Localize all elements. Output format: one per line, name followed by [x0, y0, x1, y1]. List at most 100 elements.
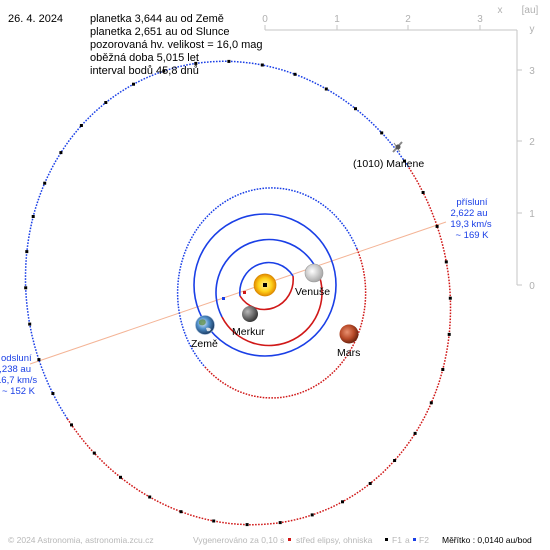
- orbit-step-point: [429, 401, 433, 405]
- orbit-step-point: [278, 521, 282, 525]
- earth-icon: [195, 315, 215, 335]
- orbit-step-point: [212, 519, 216, 523]
- aphelion-annotation: odsluní 3,238 au 16,7 km/s ~ 152 K: [0, 353, 37, 397]
- venus-label: Venuše: [295, 286, 330, 298]
- footer-copyright: © 2024 Astronomia, astronomia.zcu.cz: [8, 535, 154, 545]
- mercury-icon: [242, 306, 258, 322]
- orbit-step-point: [25, 250, 29, 254]
- x-axis-name: x: [498, 5, 503, 16]
- orbit-step-point: [119, 475, 122, 479]
- asteroid-icon: [392, 141, 403, 153]
- asteroid-orbit-points: [24, 59, 452, 527]
- orbit-step-point: [380, 131, 384, 135]
- venus-orbit-red: [221, 267, 323, 347]
- info-block: planetka 3,644 au od Země planetka 2,651…: [90, 13, 263, 77]
- ellipse-center-marker: [243, 291, 246, 294]
- apsis-line: [29, 221, 447, 365]
- orbit-step-point: [194, 61, 198, 65]
- x-tick-label: 2: [405, 14, 411, 25]
- aphelion-speed: 16,7 km/s: [0, 375, 37, 386]
- info-period: oběžná doba 5,015 let: [90, 52, 199, 64]
- orbit-step-point: [162, 69, 166, 73]
- planet-orbits: [176, 187, 367, 399]
- orbit-step-point: [447, 332, 451, 336]
- orbit-step-point: [104, 101, 108, 104]
- mars-icon: [339, 324, 359, 344]
- x-tick-label: 3: [477, 14, 483, 25]
- asteroid-orbit: [24, 60, 452, 526]
- orbit-step-point: [28, 322, 32, 326]
- mercury-label: Merkur: [232, 326, 265, 338]
- orbit-step-point: [435, 224, 439, 228]
- orbit-step-point: [368, 482, 372, 485]
- perihelion-speed: 19,3 km/s: [450, 219, 491, 230]
- perihelion-annotation: přísluní 2,622 au 19,3 km/s ~ 169 K: [450, 197, 491, 241]
- orbit-step-point: [132, 82, 135, 86]
- orbit-step-point: [59, 151, 63, 155]
- orbit-step-point: [293, 72, 297, 76]
- orbit-step-point: [79, 124, 83, 127]
- orbit-step-point: [310, 513, 314, 517]
- aphelion-temperature: ~ 152 K: [2, 386, 36, 397]
- orbit-step-point: [148, 495, 152, 499]
- info-interval: interval bodů 45,8 dnů: [90, 65, 199, 77]
- perihelion-temperature: ~ 169 K: [455, 230, 489, 241]
- mercury-orbit-red: [239, 275, 294, 311]
- y-axis-name: y: [530, 24, 535, 35]
- orbit-step-point: [245, 523, 249, 527]
- focus-f2-marker: [222, 297, 225, 300]
- asteroid-orbit-red-arc: [66, 167, 452, 526]
- orbit-step-point: [24, 286, 28, 290]
- venus-icon: [304, 263, 324, 283]
- sun-icon: [253, 273, 277, 297]
- orbit-step-point: [37, 358, 41, 362]
- x-tick-label: 0: [262, 14, 268, 25]
- y-axis: 3 2 1 0 y: [516, 24, 535, 292]
- orbit-step-point: [403, 159, 406, 163]
- legend-f1-swatch: [385, 538, 388, 541]
- earth-label: Země: [191, 338, 218, 350]
- footer-legend-a: a: [405, 535, 410, 545]
- legend-f2-swatch: [413, 538, 416, 541]
- legend-center-swatch: [288, 538, 291, 541]
- mercury-orbit-blue: [239, 261, 294, 297]
- footer-scale: Měřítko : 0,0140 au/bod: [442, 535, 532, 545]
- info-earth-distance: planetka 3,644 au od Země: [90, 13, 224, 25]
- perihelion-distance: 2,622 au: [451, 208, 488, 219]
- footer-generated: Vygenerováno za 0,10 s: [193, 535, 284, 545]
- asteroid-orbit-blue-arc: [24, 60, 410, 420]
- orbit-step-point: [441, 368, 445, 371]
- mars-label: Mars: [337, 347, 360, 359]
- earth-orbit: [193, 213, 337, 357]
- mars-orbit-red: [204, 248, 367, 399]
- info-magnitude: pozorovaná hv. velikost = 16,0 mag: [90, 39, 263, 51]
- orbit-step-point: [444, 260, 448, 264]
- footer-legend-f1: F1: [392, 535, 402, 545]
- orbit-step-point: [70, 423, 73, 427]
- mars-orbit-blue: [176, 187, 358, 368]
- orbit-step-point: [31, 215, 35, 218]
- orbit-step-point: [448, 296, 452, 300]
- perihelion-title: přísluní: [456, 197, 488, 208]
- y-tick-label: 1: [529, 209, 535, 220]
- orbit-step-point: [354, 107, 357, 111]
- y-tick-label: 3: [529, 66, 535, 77]
- orbit-step-point: [393, 459, 397, 462]
- aphelion-distance: 3,238 au: [0, 364, 31, 375]
- orbit-step-point: [43, 181, 47, 185]
- y-tick-label: 0: [529, 281, 535, 292]
- orbit-step-point: [341, 500, 344, 504]
- info-sun-distance: planetka 2,651 au od Slunce: [90, 26, 229, 38]
- footer: © 2024 Astronomia, astronomia.zcu.cz Vyg…: [8, 535, 532, 545]
- y-tick-label: 2: [529, 137, 535, 148]
- orbit-step-point: [179, 510, 183, 514]
- date-label: 26. 4. 2024: [8, 13, 63, 25]
- orbit-step-point: [92, 451, 96, 455]
- axis-unit: [au]: [522, 5, 539, 16]
- orbit-step-point: [413, 431, 417, 435]
- orbit-step-point: [51, 392, 55, 395]
- footer-legend-center: střed elipsy, ohniska: [296, 535, 373, 545]
- x-axis: 0 1 2 3 x [au]: [262, 5, 539, 31]
- orbit-step-point: [260, 63, 264, 67]
